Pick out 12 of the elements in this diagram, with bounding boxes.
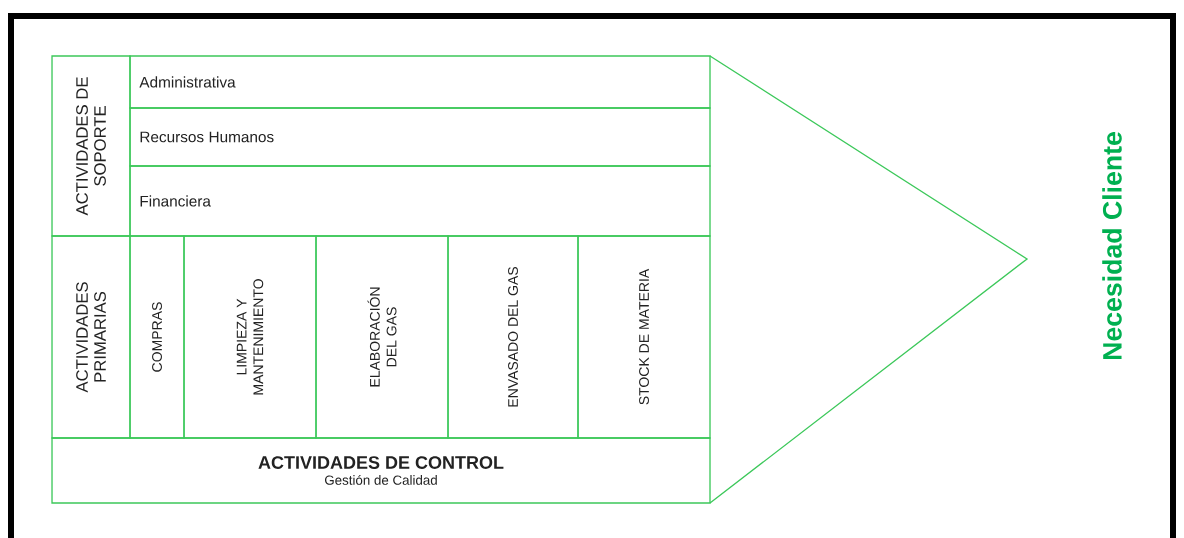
primary-activity-column: ELABORACIÓN DEL GAS xyxy=(315,235,449,439)
category-header-cell: ACTIVIDADES DE SOPORTE xyxy=(51,55,131,237)
primary-activity-column: STOCK DE MATERIA xyxy=(577,235,711,439)
support-activity-row: Financiera xyxy=(129,165,711,237)
category-header-cell: ACTIVIDADES PRIMARIAS xyxy=(51,235,131,439)
support-activity-row: Administrativa xyxy=(129,55,711,109)
primary-activity-column: LIMPIEZA Y MANTENIMIENTO xyxy=(183,235,317,439)
support-activity-row: Recursos Humanos xyxy=(129,107,711,167)
customer-need-label: Necesidad Cliente xyxy=(1102,132,1122,360)
control-activities-band: ACTIVIDADES DE CONTROL Gestión de Calidad xyxy=(51,437,711,504)
primary-activity-column: COMPRAS xyxy=(129,235,185,439)
primary-activity-column: ENVASADO DEL GAS xyxy=(447,235,579,439)
